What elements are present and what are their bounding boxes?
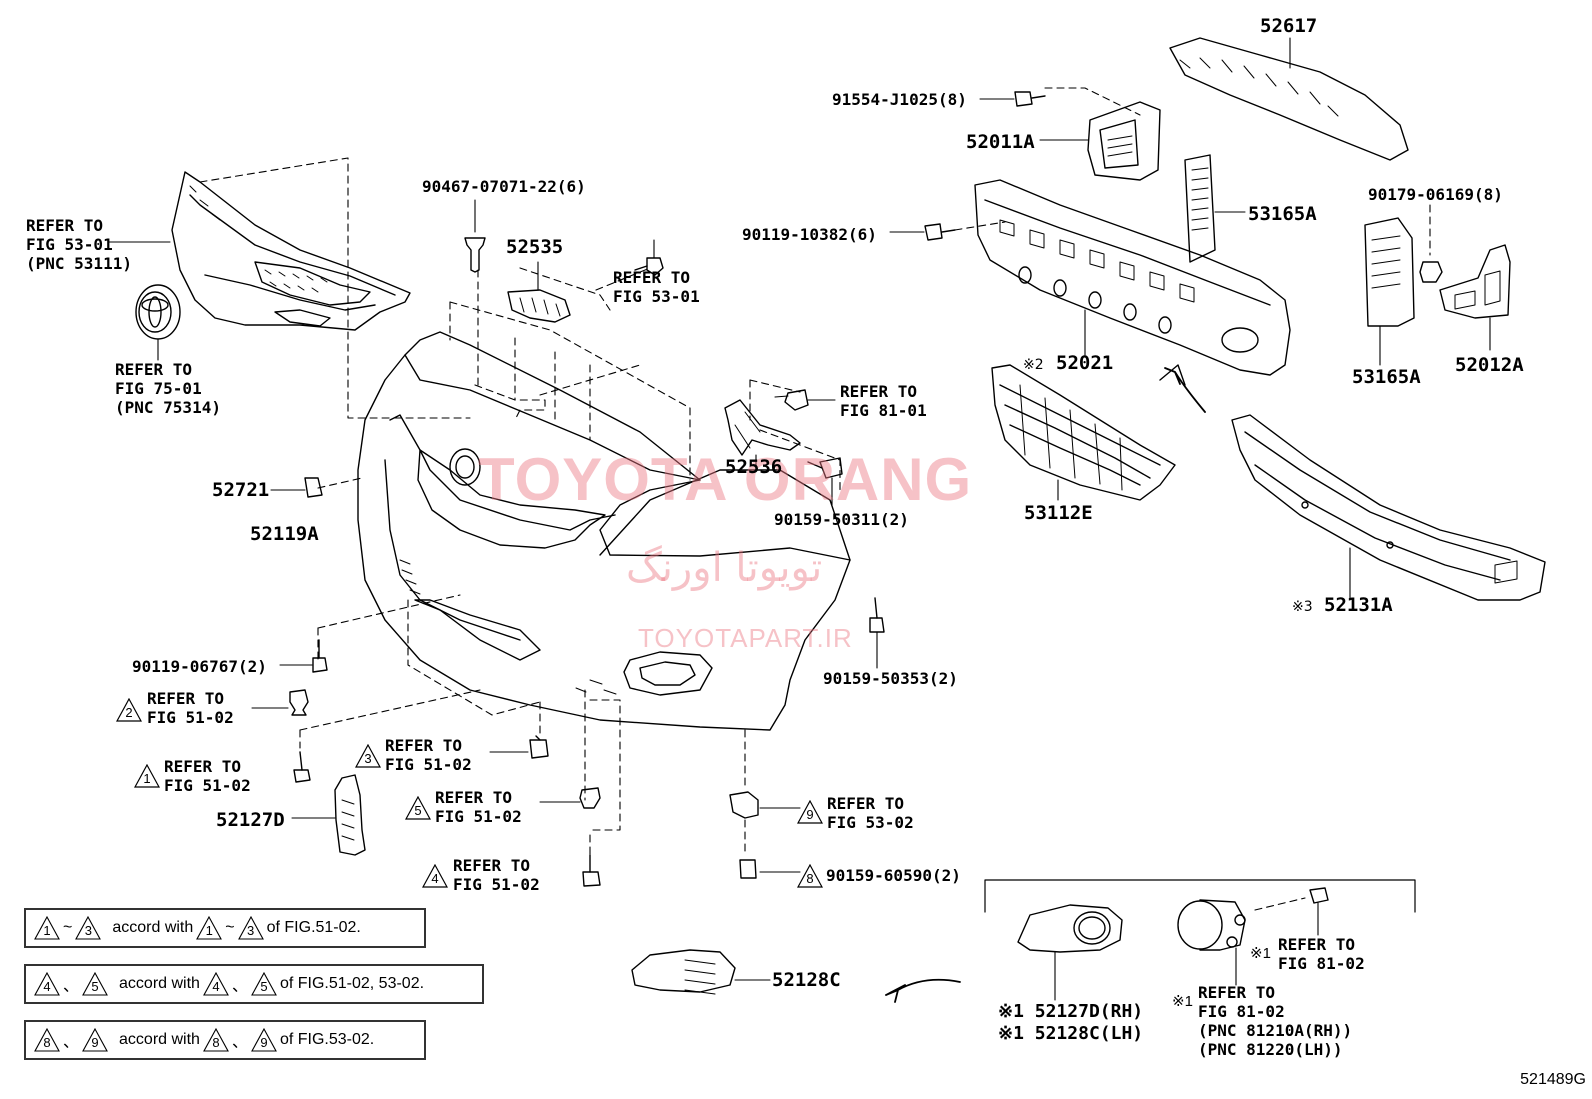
bolt-fig81-01 (774, 389, 836, 411)
mark-81-02-b: ※1 (1172, 993, 1193, 1010)
triangle-marker-9: 9 (797, 800, 823, 824)
mark-52131A: ※3 (1292, 599, 1313, 615)
radiator-grille (171, 171, 411, 331)
bracket-tri9 (729, 791, 801, 819)
direction-arrow (1164, 367, 1206, 413)
fog-bezel-52127D (1017, 904, 1123, 1001)
label-53165A-top: 53165A (1248, 203, 1317, 225)
absorber-52617 (1169, 37, 1409, 161)
bolt-90119-06767 (279, 639, 328, 673)
bolt-fig53-01 (634, 239, 664, 276)
bracket-52011A (1039, 101, 1161, 181)
clip-90467 (464, 199, 486, 273)
clip-tri2 (251, 689, 309, 716)
label-53165A-bottom: 53165A (1352, 366, 1421, 388)
label-90159-50353: 90159-50353(2) (823, 669, 958, 688)
bolt-90119-10382 (889, 223, 956, 241)
label-90119-10382: 90119-10382(6) (742, 225, 877, 244)
lower-grille-53112E (991, 364, 1176, 501)
bolt-tri1 (293, 751, 311, 783)
label-52127D-RH: ※1 52127D(RH) (998, 1001, 1144, 1022)
label-52131A: 52131A (1324, 594, 1393, 616)
triangle-marker-8: 8 (797, 864, 823, 888)
label-52011A: 52011A (966, 131, 1035, 153)
mark-52021: ※2 (1023, 357, 1044, 373)
label-90119-06767: 90119-06767(2) (132, 657, 267, 676)
bracket-52535 (507, 261, 571, 323)
screw-90159-50353 (869, 597, 885, 669)
label-52535: 52535 (506, 236, 564, 258)
label-90467: 90467-07071-22(6) (422, 177, 586, 196)
label-90159-50311: 90159-50311(2) (774, 510, 909, 529)
screw-tri4 (582, 854, 601, 887)
label-52012A: 52012A (1455, 354, 1524, 376)
clip-52721 (270, 477, 323, 498)
label-52721: 52721 (212, 479, 270, 501)
fog-lamp (1177, 899, 1246, 986)
triangle-marker-1: 1 (134, 764, 160, 788)
toyota-emblem (135, 284, 181, 340)
watermark-site: TOYOTAPART.IR (638, 623, 853, 653)
clip-tri5 (539, 787, 601, 809)
triangle-marker-4: 4 (422, 864, 448, 888)
label-52021: 52021 (1056, 352, 1114, 374)
label-52128C: 52128C (772, 969, 841, 991)
watermark-title: TOYOTA ORANG (478, 446, 973, 513)
diagram-code: 521489G (1520, 1071, 1586, 1088)
watermark-persian: تویوتا اورنگ (626, 545, 823, 591)
screw-90159-50311 (807, 457, 843, 506)
legend-box-3: 8 、 9 accord with 8 、 9 of FIG.53-02. (24, 1020, 426, 1060)
label-52536: 52536 (725, 456, 783, 478)
label-91554: 91554-J1025(8) (832, 90, 967, 109)
label-53112E: 53112E (1024, 502, 1093, 524)
bracket-52012A (1439, 244, 1511, 351)
fog-screw (1254, 887, 1329, 936)
screw-90159-60590 (739, 859, 801, 879)
mark-81-02-a: ※1 (1250, 945, 1271, 962)
front-bumper-cover (357, 331, 851, 731)
bracket-52536 (724, 399, 801, 471)
bolt-tri3 (489, 735, 549, 759)
label-90179: 90179-06169(8) (1368, 185, 1503, 204)
bracket-53165A-bottom (1364, 217, 1415, 366)
triangle-marker-3: 3 (355, 744, 381, 768)
label-52128C-LH: ※1 52128C(LH) (998, 1023, 1144, 1044)
reinforcement-52131A (1231, 414, 1546, 601)
triangle-marker-2: 2 (116, 698, 142, 722)
bracket-53165A-top (1184, 154, 1246, 263)
nut-90179 (1419, 204, 1443, 283)
reinforcement-52021 (974, 179, 1291, 376)
cover-52127D-left (291, 774, 366, 856)
legend-box-1: 1 ~ 3 accord with 1 ~ 3 of FIG.51-02. (24, 908, 426, 948)
direction-arrow-left (885, 978, 961, 1003)
label-90159-60590: 90159-60590(2) (826, 866, 961, 885)
legend-box-2: 4 、 5 accord with 4 、 5 of FIG.51-02, 53… (24, 964, 484, 1004)
label-52617: 52617 (1260, 15, 1318, 37)
label-52127D: 52127D (216, 809, 285, 831)
triangle-marker-5: 5 (405, 796, 431, 820)
fog-cover-52128C (631, 949, 771, 995)
label-52119A: 52119A (250, 523, 319, 545)
bolt-91554 (979, 91, 1046, 107)
